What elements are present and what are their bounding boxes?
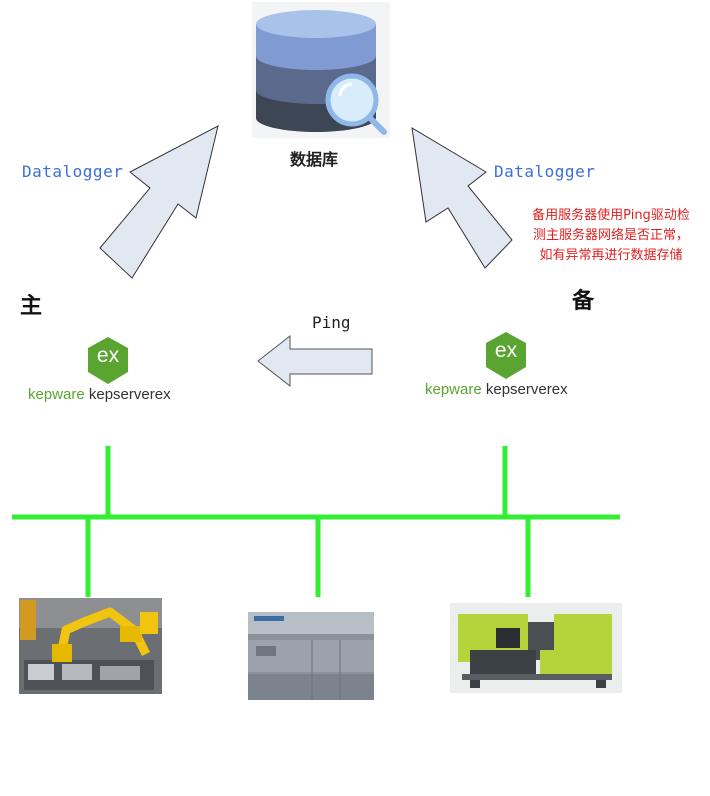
plc-image bbox=[243, 605, 378, 701]
kepware-badge-text-left: ex bbox=[96, 344, 120, 367]
network-bus bbox=[12, 446, 620, 597]
kepware-logo-right: kepware kepserverex bbox=[425, 381, 568, 398]
kepware-logo-left: kepware kepserverex bbox=[28, 386, 171, 403]
robot-arm-image bbox=[19, 598, 162, 694]
kepware-badge-left bbox=[88, 337, 128, 384]
datalogger-arrow-left bbox=[99, 125, 219, 279]
backup-note-line: 如有异常再进行数据存储 bbox=[539, 248, 683, 263]
backup-server-label: 备 bbox=[572, 289, 595, 314]
injection-machine-image bbox=[450, 603, 622, 693]
backup-note-line: 备用服务器使用Ping驱动检 bbox=[532, 208, 690, 223]
kepware-brand: kepware bbox=[28, 386, 85, 403]
backup-note: 备用服务器使用Ping驱动检 测主服务器网络是否正常， 如有异常再进行数据存储 bbox=[506, 206, 710, 266]
main-server-label: 主 bbox=[20, 294, 43, 319]
ping-arrow bbox=[257, 334, 373, 388]
kepware-brand: kepware bbox=[425, 381, 482, 398]
ping-label: Ping bbox=[312, 313, 351, 332]
datalogger-label-left: Datalogger bbox=[22, 162, 124, 181]
database-icon bbox=[252, 2, 390, 138]
datalogger-arrow-right bbox=[411, 127, 513, 269]
kepware-badge-right bbox=[486, 332, 526, 379]
database-label: 数据库 bbox=[290, 150, 339, 169]
kepserverex-product: kepserverex bbox=[485, 381, 568, 398]
kepware-badge-text-right: ex bbox=[494, 339, 518, 362]
datalogger-label-right: Datalogger bbox=[494, 162, 596, 181]
kepserverex-product: kepserverex bbox=[88, 386, 171, 403]
backup-note-line: 测主服务器网络是否正常， bbox=[532, 228, 689, 243]
